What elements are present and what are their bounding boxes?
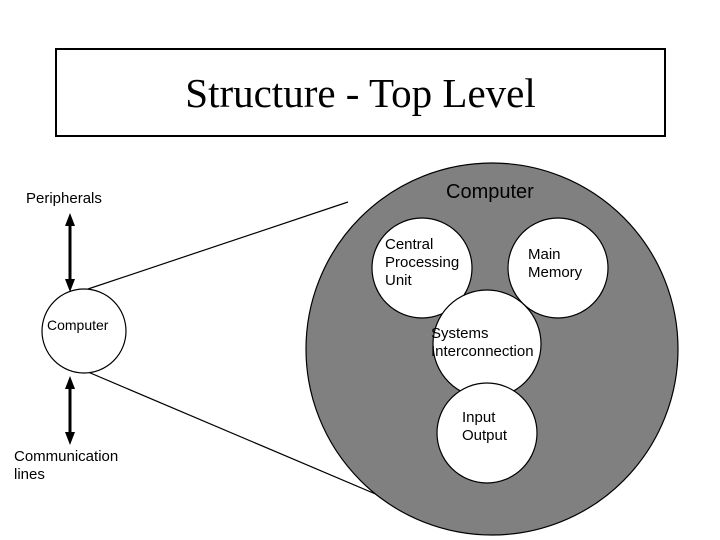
cpu-circle — [371, 217, 473, 319]
main-memory-circle — [507, 217, 609, 319]
title-box: Structure - Top Level — [55, 48, 666, 137]
communication-arrow — [65, 376, 75, 445]
peripherals-arrow — [65, 213, 75, 292]
callout-line-top — [87, 201, 349, 290]
input-output-circle — [436, 382, 538, 484]
page-title: Structure - Top Level — [185, 69, 536, 116]
small-computer-circle — [41, 288, 127, 374]
callout-line-bottom — [87, 371, 386, 499]
systems-interconnection-circle — [432, 289, 542, 399]
